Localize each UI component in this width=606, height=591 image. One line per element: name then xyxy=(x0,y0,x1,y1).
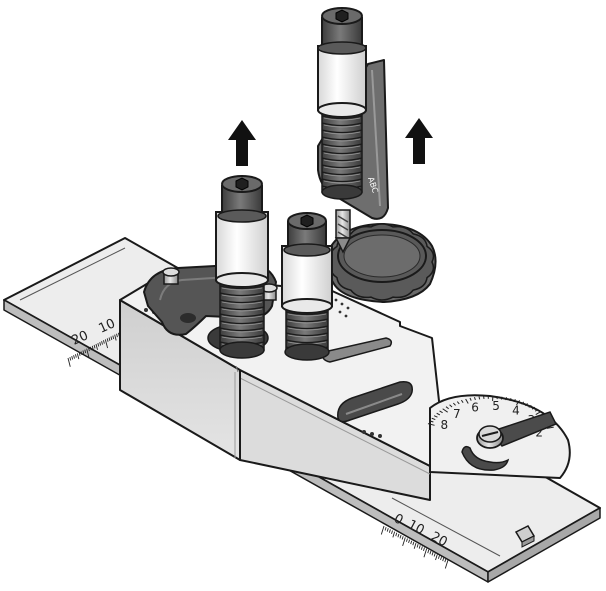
bushing-column-middle xyxy=(281,212,333,361)
front-scale-ticks xyxy=(380,525,449,569)
marker-dot xyxy=(362,430,366,434)
dial-number: 6 xyxy=(471,400,479,414)
hex-socket-icon xyxy=(300,214,314,228)
jig-body xyxy=(119,281,441,501)
angle-dial: 8765432 xyxy=(427,394,571,479)
dial-number: 7 xyxy=(453,407,461,421)
dial-lock-screw xyxy=(476,425,504,449)
arm-screw xyxy=(162,267,180,285)
plate-notch xyxy=(514,525,536,548)
left-scale-ticks xyxy=(67,329,127,367)
dial-number: 5 xyxy=(492,399,500,413)
up-arrow-icon xyxy=(405,118,433,164)
arm-screw xyxy=(260,283,278,301)
front-scale-label: 10 xyxy=(405,517,427,538)
hex-socket-icon xyxy=(235,177,249,191)
up-arrow-icon xyxy=(228,120,256,166)
top-slot xyxy=(337,380,413,423)
hex-socket-icon xyxy=(335,9,349,23)
front-scale: 0 10 20 xyxy=(380,511,450,569)
marker-dot xyxy=(378,434,382,438)
front-scale-label: 20 xyxy=(428,529,450,550)
left-scale-label: 10 xyxy=(97,316,118,336)
drill-bit xyxy=(334,209,352,254)
left-scale: 20 10 xyxy=(67,316,127,367)
dial-slot xyxy=(461,445,510,471)
marker-dot xyxy=(370,432,374,436)
lifted-bushing-assembly: ABC xyxy=(317,7,389,254)
dial-number: 4 xyxy=(512,404,520,418)
knurled-knob xyxy=(325,222,437,304)
dial-number: 2 xyxy=(535,425,543,439)
dial-number: 8 xyxy=(441,418,449,432)
marker-dot xyxy=(144,308,148,312)
left-scale-label: 20 xyxy=(70,328,91,348)
bushing-column-left xyxy=(215,175,269,359)
